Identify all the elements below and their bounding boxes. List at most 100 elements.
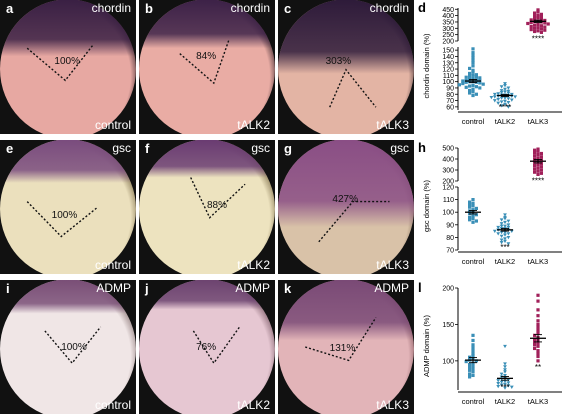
condition-label: control xyxy=(94,258,131,272)
data-point xyxy=(468,200,472,204)
data-point xyxy=(471,76,475,81)
data-point xyxy=(499,85,504,89)
data-point xyxy=(481,82,485,86)
domain-percent-label: 100% xyxy=(51,209,78,221)
data-point xyxy=(471,220,475,224)
data-point xyxy=(471,208,475,212)
data-point xyxy=(499,89,504,93)
y-tick-label: 70 xyxy=(446,248,454,255)
data-point xyxy=(539,165,543,169)
data-point xyxy=(492,92,497,97)
domain-percent-label: 88% xyxy=(207,200,228,212)
data-point xyxy=(533,333,537,337)
data-point xyxy=(471,346,475,350)
data-point xyxy=(513,95,518,99)
data-point xyxy=(499,372,504,376)
data-point xyxy=(536,293,540,297)
data-point xyxy=(503,233,507,237)
data-point xyxy=(536,162,540,167)
data-point xyxy=(539,24,543,28)
data-point xyxy=(539,151,543,156)
data-point xyxy=(503,220,507,225)
y-tick-label: 110 xyxy=(443,197,454,204)
data-point xyxy=(536,149,540,153)
data-point xyxy=(468,375,472,379)
data-point xyxy=(468,91,472,95)
embryo-illustration xyxy=(0,0,136,134)
data-point xyxy=(503,365,507,369)
data-point xyxy=(471,364,475,368)
data-point xyxy=(478,86,482,90)
domain-angle-line xyxy=(318,200,390,243)
data-point xyxy=(468,372,472,376)
data-point xyxy=(539,171,543,175)
data-point xyxy=(474,85,478,89)
panel-letter: c xyxy=(284,1,292,16)
data-point xyxy=(471,373,475,378)
data-point xyxy=(533,11,537,15)
gene-label: chordin xyxy=(91,1,131,15)
y-tick-label: 130 xyxy=(442,60,454,67)
data-point xyxy=(461,79,465,83)
data-point xyxy=(503,386,507,390)
domain-percent-label: 131% xyxy=(329,342,356,354)
y-axis-label: chordin domain (%) xyxy=(422,33,431,99)
data-point xyxy=(492,95,497,99)
data-point xyxy=(509,229,514,233)
data-point xyxy=(503,374,507,378)
data-point xyxy=(533,150,537,154)
data-point xyxy=(492,229,497,233)
embryo-illustration xyxy=(139,0,275,134)
data-point xyxy=(471,68,475,72)
data-point xyxy=(536,166,540,170)
data-point xyxy=(503,84,507,88)
data-point xyxy=(468,211,472,216)
data-point xyxy=(533,148,537,152)
data-point xyxy=(471,338,475,343)
data-point xyxy=(503,379,507,384)
data-point xyxy=(499,96,504,100)
data-point xyxy=(536,169,540,173)
data-point xyxy=(464,85,468,89)
data-point xyxy=(499,380,504,384)
embryo-body xyxy=(139,280,275,414)
data-point xyxy=(503,237,507,241)
x-category-label: tALK3 xyxy=(528,397,548,406)
significance-stars: ** xyxy=(535,363,541,372)
data-point xyxy=(526,21,530,26)
y-tick-label: 120 xyxy=(442,185,454,192)
data-point xyxy=(499,241,504,245)
data-point xyxy=(536,299,540,303)
gene-label: chordin xyxy=(369,1,409,15)
data-point xyxy=(509,385,514,389)
y-tick-label: 200 xyxy=(442,39,454,46)
data-point xyxy=(533,170,537,174)
data-point xyxy=(474,213,478,217)
condition-label: tALK3 xyxy=(376,118,409,132)
data-point xyxy=(536,308,540,312)
data-point xyxy=(471,47,475,51)
data-point xyxy=(503,344,507,349)
data-point xyxy=(533,167,537,171)
data-point xyxy=(468,368,472,372)
panel-letter: g xyxy=(284,141,292,156)
data-point xyxy=(536,359,540,363)
data-point xyxy=(499,383,504,387)
y-tick-label: 400 xyxy=(442,157,454,164)
data-point xyxy=(503,102,507,107)
condition-label: tALK2 xyxy=(237,118,270,132)
x-category-label: tALK3 xyxy=(528,257,548,266)
data-point xyxy=(471,343,475,347)
data-point xyxy=(543,21,547,25)
data-point xyxy=(503,87,507,92)
domain-percent-label: 427% xyxy=(332,193,358,205)
data-point xyxy=(533,160,537,164)
data-point xyxy=(468,88,472,93)
data-point xyxy=(533,14,537,18)
